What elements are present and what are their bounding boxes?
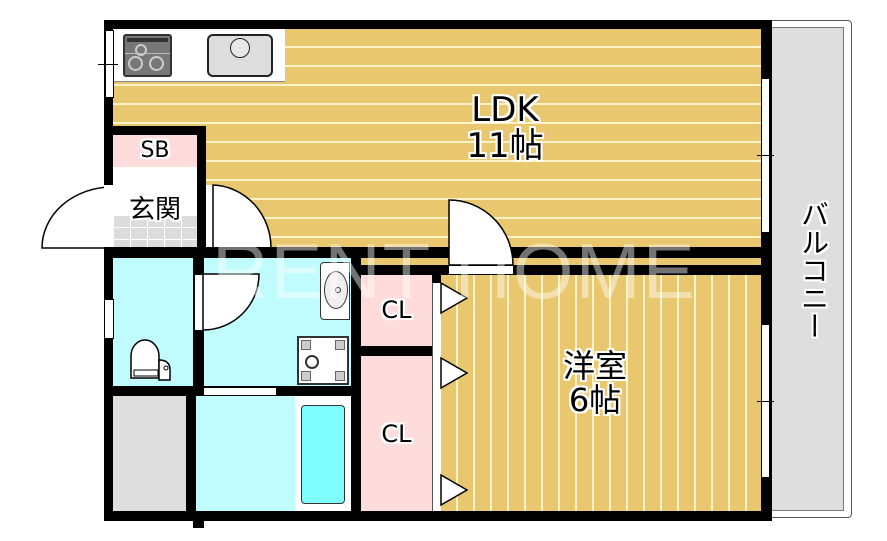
front-door-swing-icon (41, 186, 113, 249)
bath-door (204, 388, 276, 395)
stove-icon (123, 34, 172, 77)
balcony-label: バルコニー (797, 200, 830, 340)
bathtub-icon (301, 405, 345, 504)
storage-box (113, 135, 197, 167)
western-room-name: 洋室 (562, 347, 627, 385)
ldk-western-wall (350, 265, 772, 275)
western-room (441, 275, 761, 511)
closet-lower (361, 356, 432, 511)
entrance-inner-door-swing-icon (212, 184, 272, 249)
western-room-size: 6帖 (568, 380, 622, 419)
sb-shelf (113, 167, 197, 177)
western-room-label: 洋室 6帖 (540, 347, 650, 419)
closet-left-wall (351, 258, 361, 521)
ldk-bottom-wall (104, 247, 772, 258)
window-mark (757, 155, 774, 156)
ldk-name: LDK (471, 90, 539, 130)
washbasin-icon (320, 262, 350, 320)
storage-bath-wall (186, 396, 196, 521)
toilet-icon (130, 339, 171, 381)
closet-upper-label: CL (381, 296, 412, 324)
balcony (768, 27, 844, 511)
closet-door-triangle-icon (440, 281, 469, 315)
closet-lower-label: CL (381, 420, 412, 448)
western-room-door (449, 266, 513, 274)
toilet-door-swing-icon (202, 273, 260, 331)
western-room-door-swing-icon (448, 199, 514, 266)
toilet-window (104, 299, 114, 339)
entrance-label: 玄関 (128, 195, 181, 225)
washing-machine-pan-icon (297, 336, 349, 385)
closet-door-triangle-icon (440, 356, 469, 390)
toilet-door (195, 275, 203, 330)
window-mark (757, 401, 774, 402)
closet-upper (361, 275, 432, 346)
closet-door-triangle-icon (440, 473, 469, 507)
sb-label: SB (140, 138, 170, 163)
entrance-tile (113, 215, 197, 247)
bathroom (196, 396, 295, 511)
closet-door-track (432, 283, 441, 511)
ldk-label: LDK 11帖 (440, 90, 570, 166)
entrance-inner-door (206, 185, 215, 248)
ldk-size: 11帖 (466, 125, 544, 166)
sink-icon (207, 34, 273, 77)
closet-divider-wall (361, 346, 441, 356)
window-mark (98, 64, 118, 65)
front-door (104, 185, 113, 248)
storage-grey (113, 396, 186, 511)
